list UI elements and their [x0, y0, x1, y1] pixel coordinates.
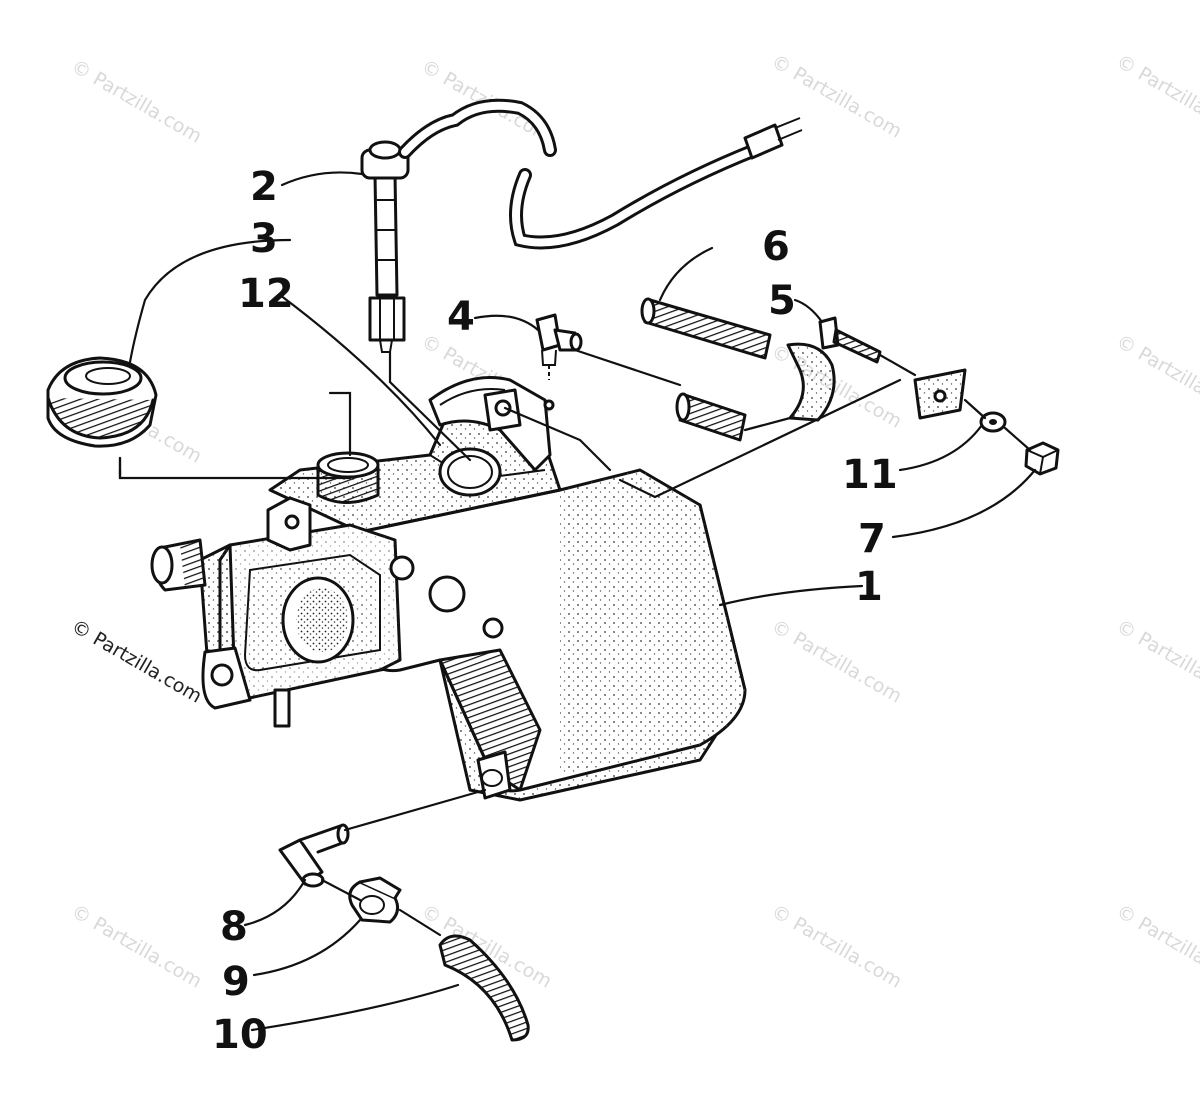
- callout-6: 6: [762, 224, 790, 270]
- callout-12: 12: [238, 271, 294, 317]
- part-bracket-plate: [913, 368, 967, 420]
- callout-11: 11: [842, 452, 898, 498]
- callout-1: 1: [855, 564, 883, 610]
- watermark: © Partzilla.com: [68, 900, 206, 992]
- callout-4: 4: [447, 294, 475, 340]
- watermark: © Partzilla.com: [68, 55, 206, 147]
- part-elbow-fitting: [278, 823, 350, 888]
- part-vent-fitting: [535, 313, 583, 411]
- callout-10: 10: [212, 1012, 268, 1058]
- part-rod: [640, 297, 772, 360]
- callout-9: 9: [222, 959, 250, 1005]
- part-hose: [438, 934, 530, 1042]
- part-bolt: [818, 316, 882, 364]
- callout-7: 7: [858, 516, 886, 562]
- callout-5: 5: [768, 278, 796, 324]
- callout-2: 2: [250, 164, 278, 210]
- watermark: © Partzilla.com: [768, 900, 906, 992]
- part-oil-tank: [150, 376, 747, 802]
- callout-3: 3: [250, 216, 278, 262]
- leader-lines: [128, 171, 1037, 1032]
- watermark: © Partzilla.com: [768, 615, 906, 707]
- part-hose-clamp: [348, 876, 402, 924]
- callout-labels: 1 2 3 12 4 6 5 11 7 8 9 10: [212, 164, 898, 1058]
- part-filler-cap: [46, 356, 158, 448]
- part-level-sender: [360, 98, 803, 353]
- watermark: © Partzilla.com: [1113, 615, 1200, 707]
- part-vent-hose: [675, 342, 836, 442]
- watermark: © Partzilla.com: [1113, 330, 1200, 422]
- callout-8: 8: [220, 904, 248, 950]
- watermark: © Partzilla.com: [768, 50, 906, 142]
- watermark-solid: © Partzilla.com: [68, 615, 206, 707]
- part-washer: [979, 411, 1007, 433]
- part-nut: [1024, 441, 1060, 476]
- watermark: © Partzilla.com: [1113, 900, 1200, 992]
- watermark: © Partzilla.com: [1113, 50, 1200, 142]
